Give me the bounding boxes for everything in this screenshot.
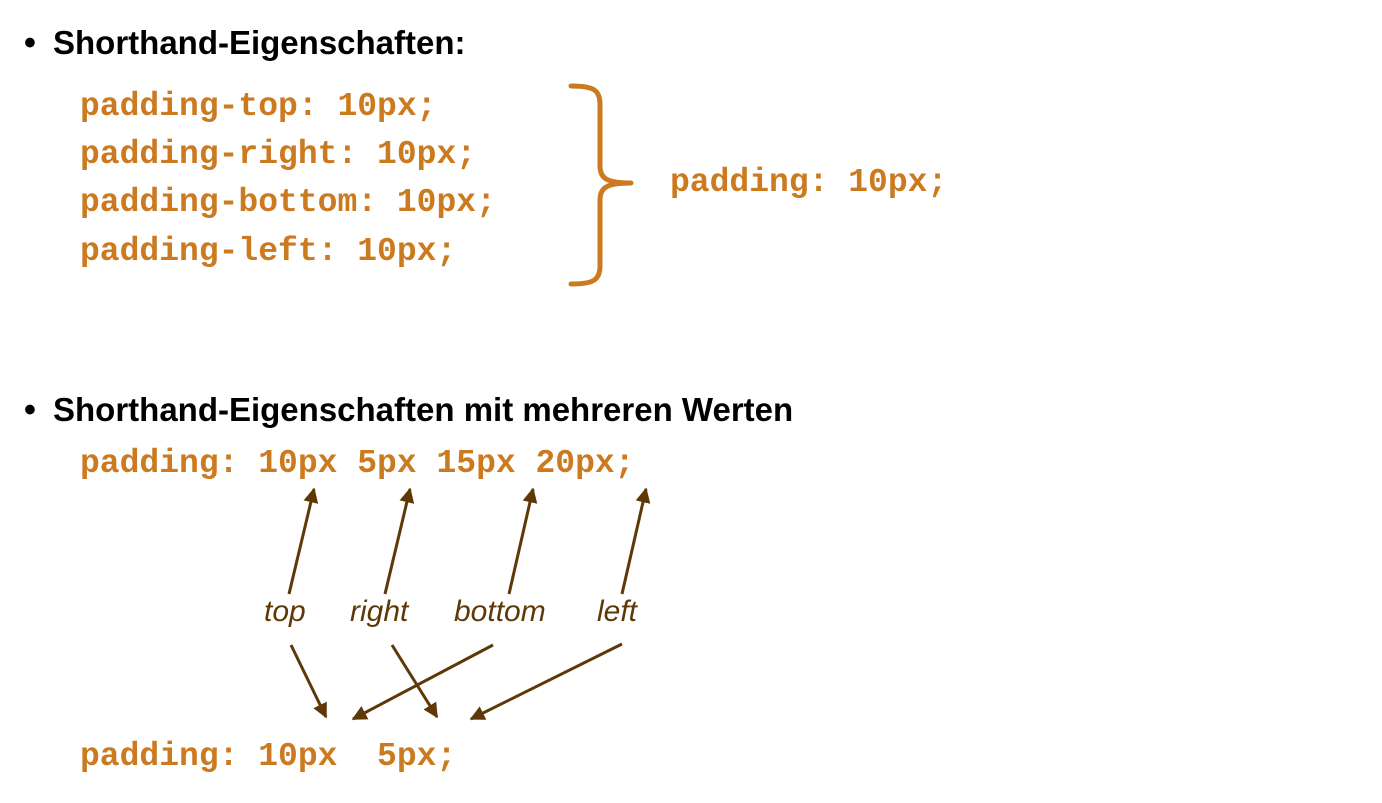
- arrow-left-to-short-5px-icon: [469, 642, 623, 721]
- arrow-left-to-20px-icon: [620, 487, 651, 595]
- arrow-bottom-to-15px-icon: [507, 487, 538, 595]
- arrow-top-to-short-10px-icon: [289, 644, 328, 719]
- label-top: top: [264, 595, 306, 628]
- code-padding-shorthand: padding: 10px;: [670, 164, 948, 201]
- section-heading-shorthand: Shorthand-Eigenschaften:: [53, 24, 466, 61]
- arrow-right-to-short-5px-icon: [390, 644, 439, 719]
- label-bottom: bottom: [454, 595, 546, 628]
- code-padding-bottom: padding-bottom: 10px;: [80, 184, 496, 221]
- code-padding-right: padding-right: 10px;: [80, 136, 477, 173]
- code-padding-left: padding-left: 10px;: [80, 233, 457, 270]
- code-padding-four-values: padding: 10px 5px 15px 20px;: [80, 445, 635, 482]
- code-padding-two-values: padding: 10px 5px;: [80, 738, 457, 775]
- bullet-2: •: [24, 391, 36, 429]
- curly-brace-icon: [568, 83, 634, 287]
- label-left: left: [597, 595, 638, 628]
- label-right: right: [350, 595, 409, 628]
- code-padding-top: padding-top: 10px;: [80, 88, 437, 125]
- arrow-top-to-10px-icon: [287, 487, 319, 595]
- section-heading-multi-values: Shorthand-Eigenschaften mit mehreren Wer…: [53, 391, 794, 428]
- arrow-bottom-to-short-10px-icon: [351, 643, 494, 721]
- bullet-1: •: [24, 24, 36, 62]
- arrow-right-to-5px-icon: [383, 487, 415, 595]
